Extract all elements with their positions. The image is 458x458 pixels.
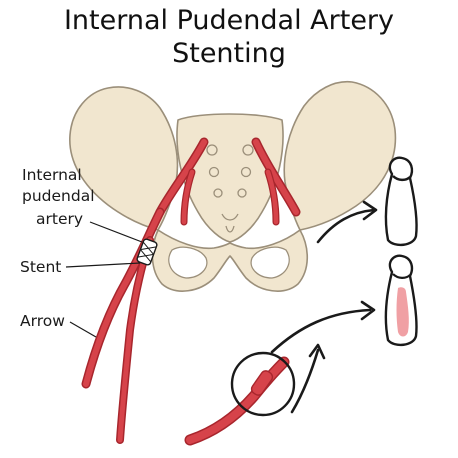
right-ilium	[283, 81, 397, 231]
arrow-label: Arrow	[20, 312, 65, 330]
iliac-arteries	[155, 137, 301, 226]
artery-label-line-3: artery	[36, 210, 83, 228]
penis-blood-flow-icon	[384, 254, 418, 347]
curved-arrow-lower	[270, 300, 376, 414]
stent-mesh-icon	[136, 238, 158, 266]
label-leaders	[65, 221, 143, 338]
sacrum-details	[168, 144, 290, 279]
penis-flaccid-icon	[384, 156, 418, 247]
pelvis-illustration	[69, 81, 397, 292]
curved-arrow-upper	[316, 200, 378, 244]
internal-pudendal-artery	[81, 207, 165, 444]
magnified-stent-icon	[184, 351, 296, 446]
title-line-1: Internal Pudendal Artery	[63, 5, 395, 36]
artery-label-line-2: pudendal	[22, 187, 95, 205]
diagram-title: Internal Pudendal Artery Stenting	[0, 4, 458, 70]
artery-label-line-1: Internal	[22, 166, 82, 184]
stent-label: Stent	[20, 258, 61, 276]
title-line-2: Stenting	[172, 38, 286, 69]
